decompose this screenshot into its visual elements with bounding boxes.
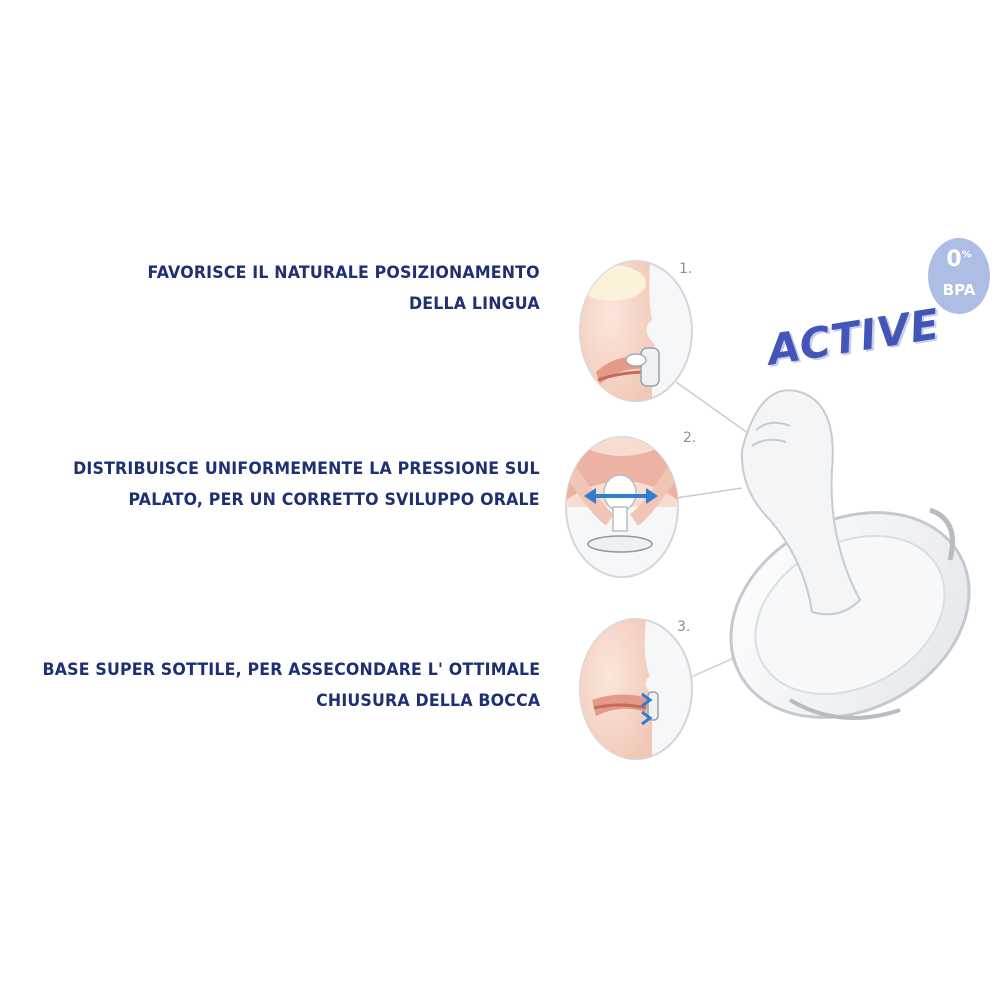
- pacifier-image: [729, 389, 971, 720]
- illustration-2-icon: [565, 436, 679, 578]
- step-number-1: 1.: [679, 261, 693, 277]
- illustration-1-icon: [579, 260, 693, 402]
- feature-3-line-2: CHIUSURA DELLA BOCCA: [315, 691, 540, 711]
- bpa-label: BPA: [942, 281, 976, 299]
- bpa-free-badge: 0% BPA: [928, 237, 990, 315]
- feature-3-text: BASE SUPER SOTTILE, PER ASSECONDARE L' O…: [42, 655, 540, 717]
- feature-2-line-1: DISTRIBUISCE UNIFORMEMENTE LA PRESSIONE …: [73, 459, 540, 479]
- feature-1-line-1: FAVORISCE IL NATURALE POSIZIONAMENTO: [147, 263, 540, 283]
- bpa-percent: 0%: [928, 247, 990, 272]
- bpa-percent-number: 0: [946, 247, 962, 272]
- feature-2-text: DISTRIBUISCE UNIFORMEMENTE LA PRESSIONE …: [73, 454, 540, 516]
- step-number-3: 3.: [677, 619, 691, 635]
- step-number-2: 2.: [683, 430, 697, 446]
- feature-1-text: FAVORISCE IL NATURALE POSIZIONAMENTO DEL…: [148, 258, 540, 320]
- feature-2-line-2: PALATO, PER UN CORRETTO SVILUPPO ORALE: [128, 490, 540, 510]
- feature-1-line-2: DELLA LINGUA: [409, 294, 540, 314]
- bpa-percent-sign: %: [961, 249, 972, 261]
- feature-3-line-1: BASE SUPER SOTTILE, PER ASSECONDARE L' O…: [42, 660, 540, 680]
- bpa-badge-circle: [928, 238, 990, 314]
- illustration-3-icon: [579, 618, 693, 760]
